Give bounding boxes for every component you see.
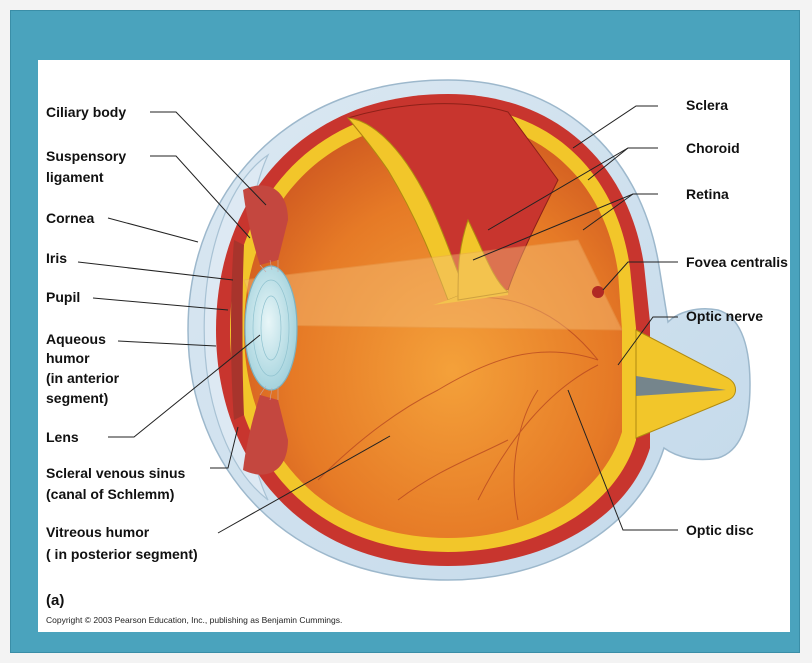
label-optic-disc: Optic disc [686,520,754,541]
label-choroid: Choroid [686,138,740,159]
label-suspensory-line2: ligament [46,167,104,188]
label-cornea: Cornea [46,208,94,229]
label-aqueous-line3: (in anterior [46,368,119,389]
label-aqueous-line2: humor [46,348,90,369]
copyright-notice: Copyright © 2003 Pearson Education, Inc.… [46,615,342,625]
fovea-shape [592,286,604,298]
label-vitreous-line1: Vitreous humor [46,522,149,543]
label-retina: Retina [686,184,729,205]
diagram-panel: Ciliary body Suspensory ligament Cornea … [38,60,790,632]
label-vitreous-line2: ( in posterior segment) [46,544,198,565]
label-scleral-line1: Scleral venous sinus [46,463,185,484]
label-iris: Iris [46,248,67,269]
label-optic-nerve: Optic nerve [686,306,763,327]
label-suspensory-line1: Suspensory [46,146,126,167]
label-ciliary-body: Ciliary body [46,102,126,123]
label-aqueous-line1: Aqueous [46,329,106,350]
label-lens: Lens [46,427,79,448]
label-scleral-line2: (canal of Schlemm) [46,484,174,505]
label-pupil: Pupil [46,287,80,308]
panel-letter: (a) [46,592,64,609]
label-fovea-centralis: Fovea centralis [686,252,788,273]
label-sclera: Sclera [686,95,728,116]
label-aqueous-line4: segment) [46,388,108,409]
